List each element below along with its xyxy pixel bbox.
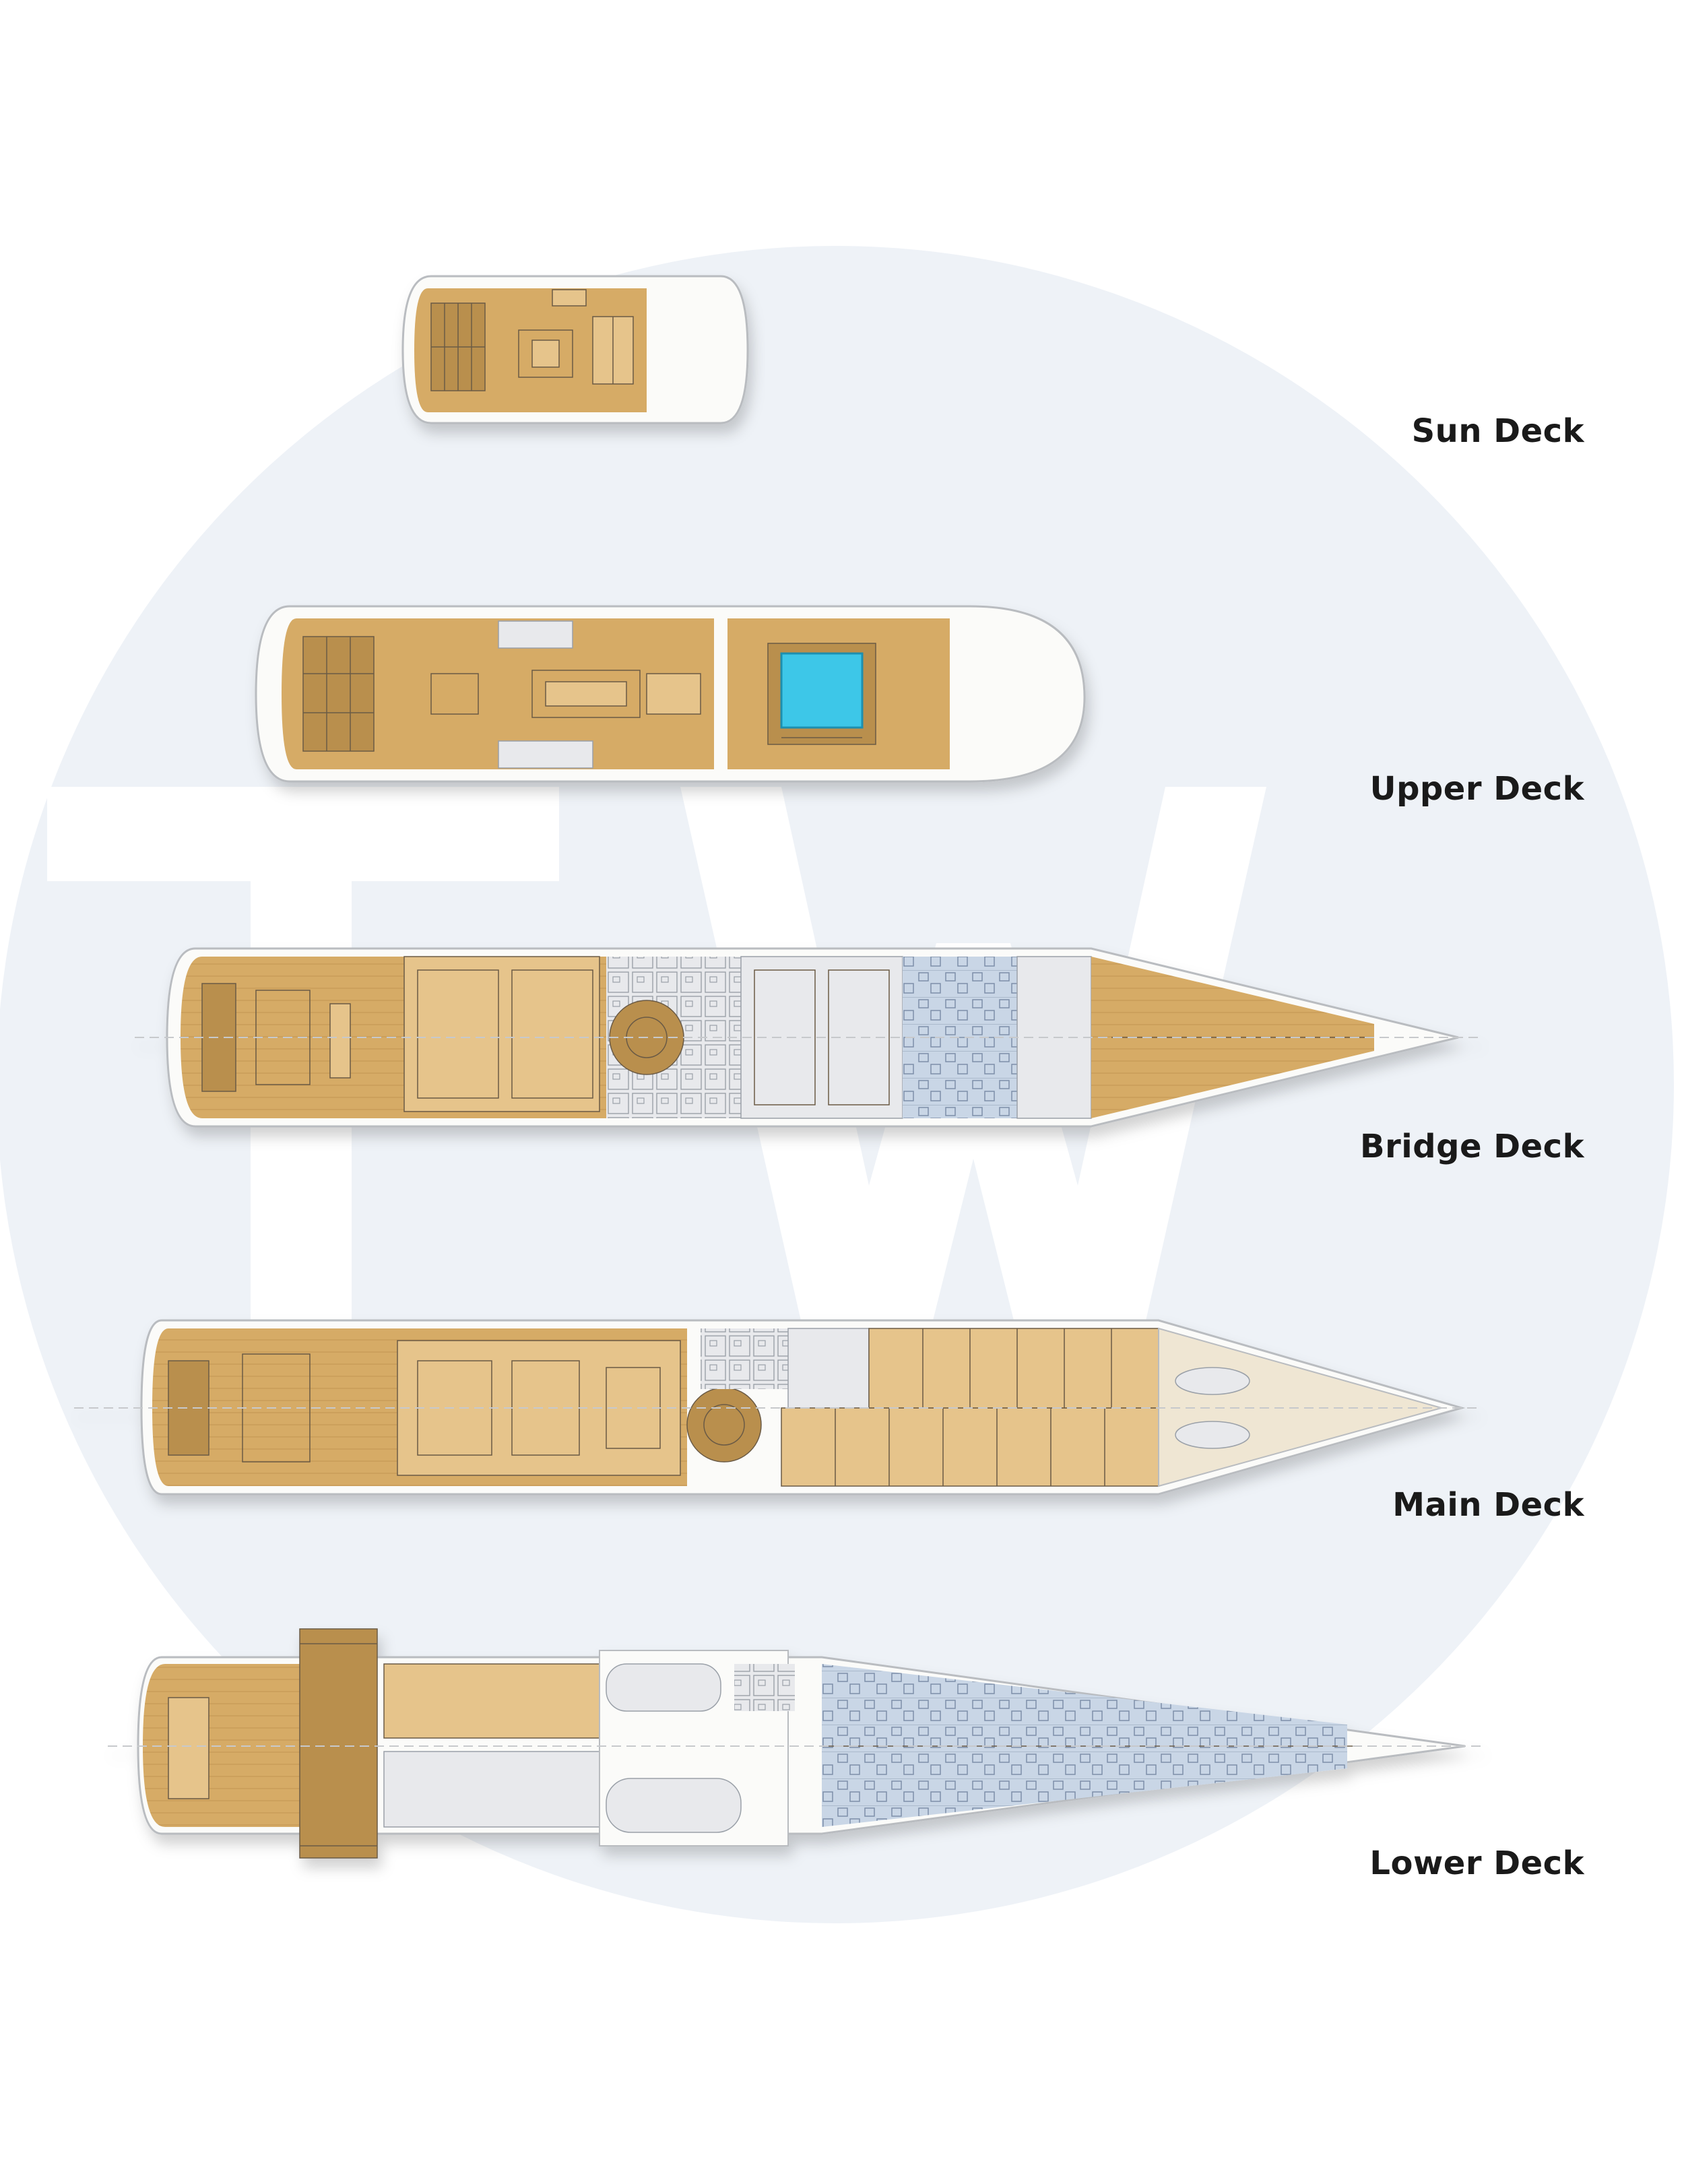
- main-deck-plan: [74, 1319, 1482, 1496]
- lower-deck-plan: [108, 1628, 1482, 1859]
- pool: [780, 652, 864, 729]
- upper-deck-plan: [255, 605, 1086, 783]
- deck-label-bridge: Bridge Deck: [1360, 1128, 1584, 1165]
- sun-deck-plan: [401, 275, 749, 424]
- deck-label-upper: Upper Deck: [1369, 770, 1584, 808]
- deck-label-lower: Lower Deck: [1369, 1844, 1584, 1882]
- deck-label-sun: Sun Deck: [1411, 412, 1584, 450]
- bridge-deck-plan: [135, 947, 1482, 1128]
- deck-label-main: Main Deck: [1392, 1486, 1584, 1524]
